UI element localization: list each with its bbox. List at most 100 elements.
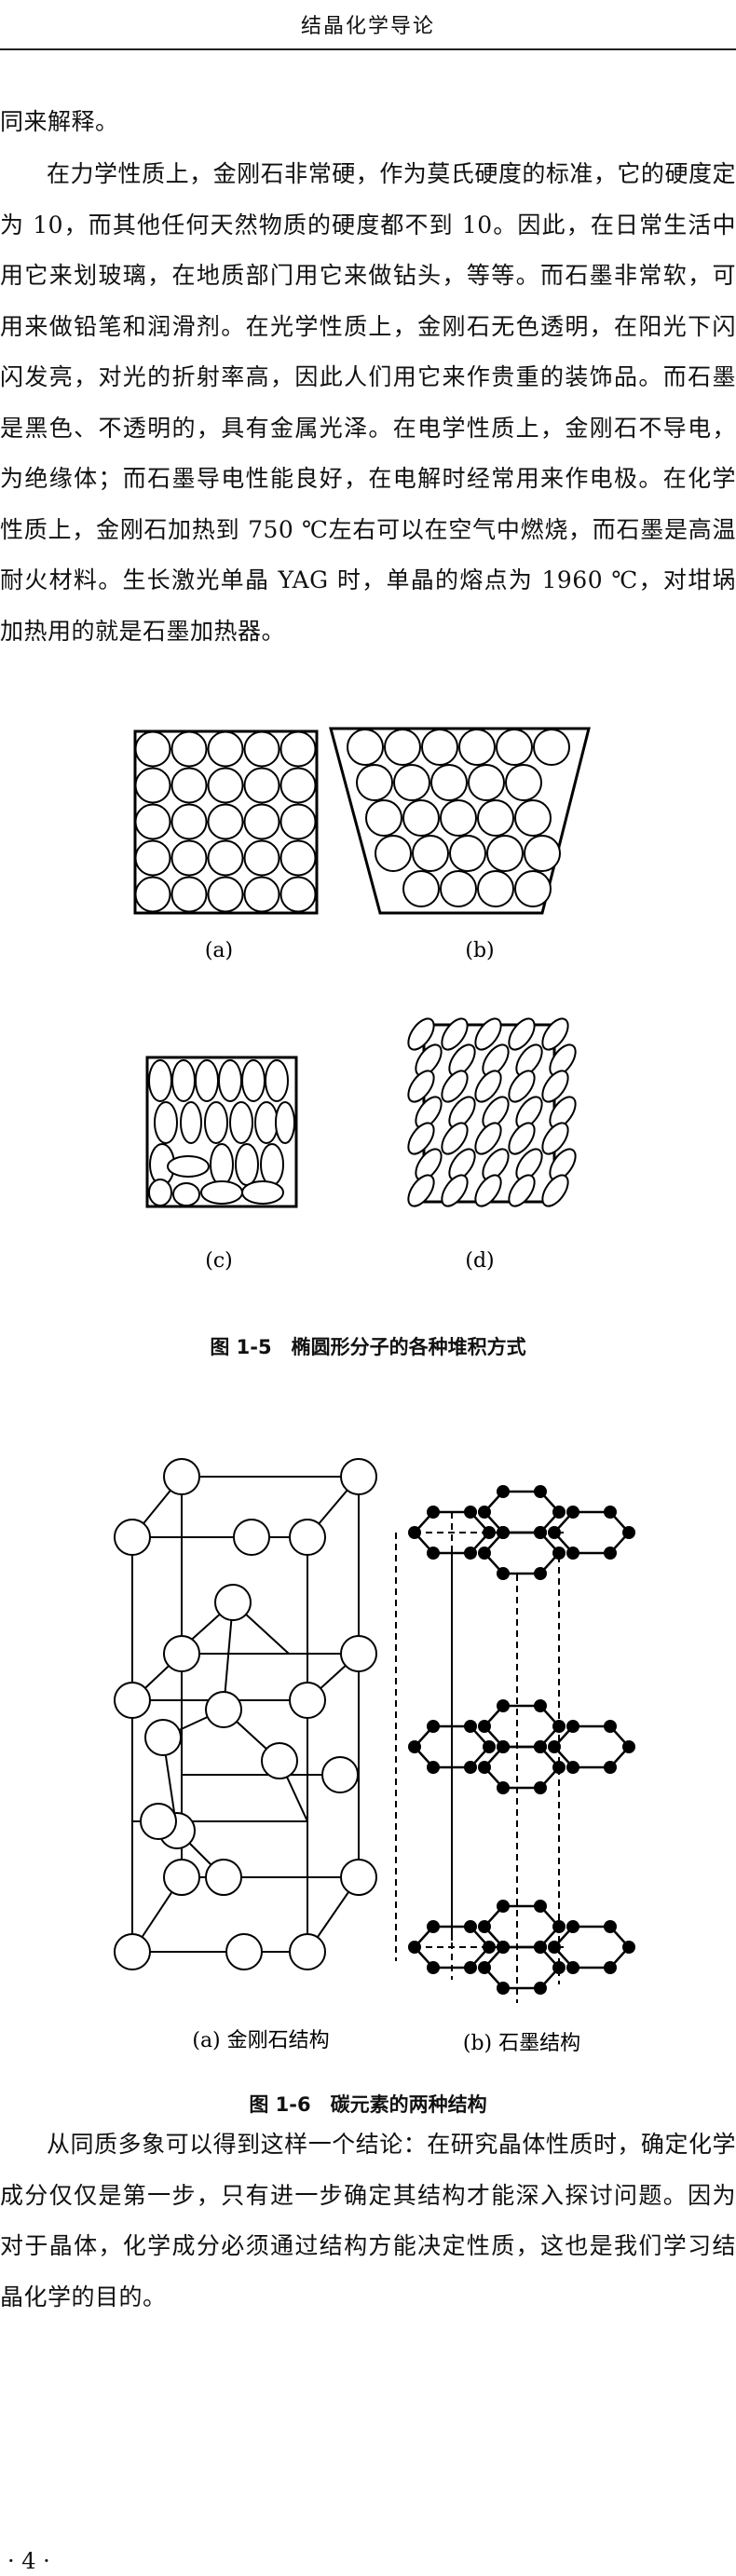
carbon-atom [140, 1803, 177, 1840]
packed-ellipse [180, 1101, 202, 1144]
packed-circle [430, 764, 468, 801]
packed-circle [477, 799, 514, 837]
packed-circle [496, 729, 533, 766]
packed-circle [468, 764, 505, 801]
packed-ellipse [200, 1180, 243, 1205]
figure-1-6-caption: 图 1-6 碳元素的两种结构 [249, 2093, 487, 2116]
carbon-atom [205, 1859, 242, 1896]
packed-ellipse [407, 1174, 435, 1207]
figure-1-6-label-b: (b) 石墨结构 [463, 2032, 580, 2055]
packed-ellipse [541, 1122, 569, 1155]
packed-ellipse [508, 1070, 536, 1103]
carbon-atom [427, 1547, 440, 1560]
packed-circle [402, 870, 440, 907]
carbon-atom [566, 1961, 579, 1974]
carbon-atom [483, 1740, 496, 1753]
running-header-title: 结晶化学导论 [300, 15, 435, 38]
carbon-atom [114, 1682, 151, 1719]
packed-circle [134, 730, 171, 768]
figure-1-5-caption: 图 1-5 椭圆形分子的各种堆积方式 [210, 1336, 526, 1358]
carbon-atom [289, 1519, 326, 1556]
carbon-atom [604, 1506, 617, 1519]
carbon-atom [552, 1547, 566, 1560]
packed-ellipse [441, 1017, 469, 1051]
packed-circle [402, 799, 440, 837]
packed-ellipse [541, 1174, 569, 1207]
carbon-atom [497, 1699, 510, 1712]
packed-circle [243, 767, 280, 804]
figure-1-6-graphite-structure [395, 1485, 635, 2003]
packed-circle [533, 729, 570, 766]
hexagon-ring [552, 1510, 631, 1555]
carbon-atom [548, 1740, 561, 1753]
figure-1-5-label-a: (a) [205, 939, 233, 962]
hexagon-ring [483, 1704, 561, 1749]
carbon-atom [163, 1458, 200, 1495]
packed-ellipse [235, 1143, 259, 1186]
packed-circle [134, 876, 171, 913]
carbon-atom [552, 1961, 566, 1974]
carbon-atom [622, 1941, 635, 1954]
page-number: · 4 · [7, 2548, 50, 2574]
carbon-atom [478, 1920, 491, 1933]
packed-circle [170, 730, 208, 768]
packed-circle [505, 764, 542, 801]
running-header: 结晶化学导论 [0, 0, 736, 54]
carbon-atom [233, 1519, 270, 1556]
carbon-atom [534, 1567, 547, 1580]
packed-ellipse [241, 1059, 266, 1102]
carbon-atom [534, 1982, 547, 1995]
carbon-atom [497, 1740, 510, 1753]
carbon-atom [114, 1933, 151, 1970]
packed-ellipse [148, 1059, 172, 1102]
packed-circle [170, 767, 208, 804]
carbon-atom [114, 1519, 151, 1556]
carbon-atom [534, 1485, 547, 1498]
carbon-atom [225, 1933, 263, 1970]
carbon-atom [427, 1961, 440, 1974]
carbon-atom [464, 1547, 477, 1560]
packed-ellipse [474, 1174, 502, 1207]
carbon-atom [205, 1691, 242, 1728]
packed-circle [375, 835, 412, 872]
carbon-atom [497, 1982, 510, 1995]
carbon-atom [340, 1859, 377, 1896]
packed-circle [421, 729, 458, 766]
packed-circle [279, 839, 317, 877]
packed-ellipse [508, 1174, 536, 1207]
carbon-atom [289, 1933, 326, 1970]
carbon-atom [464, 1506, 477, 1519]
packed-ellipse [441, 1122, 469, 1155]
carbon-atom [566, 1547, 579, 1560]
packed-circle [207, 839, 244, 877]
packed-circle [347, 729, 384, 766]
packed-circle [134, 839, 171, 877]
figure-1-5: (a) (b) (c) (d) [133, 727, 591, 1273]
packed-circle [477, 870, 514, 907]
packed-ellipse [195, 1059, 219, 1102]
packed-ellipse [508, 1017, 536, 1051]
carbon-atom [214, 1584, 252, 1621]
carbon-atom [289, 1682, 326, 1719]
packed-circle [207, 730, 244, 768]
packed-ellipse [275, 1101, 295, 1144]
packed-circle [440, 799, 477, 837]
packed-circle [207, 876, 244, 913]
packed-circle [170, 803, 208, 840]
carbon-atom [163, 1635, 200, 1672]
carbon-atom [604, 1961, 617, 1974]
packed-ellipse [254, 1101, 279, 1144]
packed-circle [134, 767, 171, 804]
hexagon-ring [483, 1490, 561, 1534]
packed-circle [207, 803, 244, 840]
figure-1-6-label-a: (a) 金刚石结构 [192, 2029, 329, 2052]
carbon-atom [427, 1506, 440, 1519]
packed-ellipse [172, 1182, 200, 1206]
packed-circle [243, 803, 280, 840]
carbon-atom [552, 1506, 566, 1519]
packed-circle [356, 764, 393, 801]
packed-ellipse [260, 1143, 284, 1186]
carbon-atom [483, 1526, 496, 1539]
frame [329, 727, 591, 915]
carbon-atom [321, 1756, 359, 1793]
